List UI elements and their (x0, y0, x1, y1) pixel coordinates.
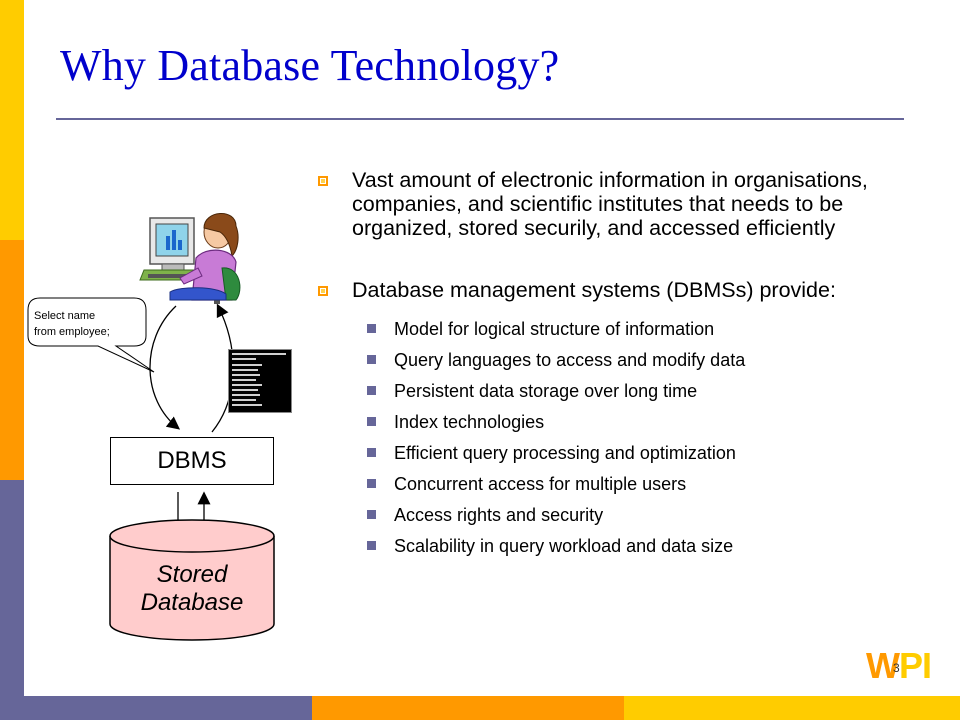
sub-bullet-item: Persistent data storage over long time (318, 381, 918, 412)
square-bullet-icon (367, 324, 376, 333)
square-bullet-icon (367, 386, 376, 395)
square-bullet-icon (367, 541, 376, 550)
sub-bullet-text: Persistent data storage over long time (394, 381, 698, 401)
logo-w: W (866, 645, 900, 686)
square-bullet-icon (367, 479, 376, 488)
sub-bullet-item: Index technologies (318, 412, 918, 443)
bullet-item: Vast amount of electronic information in… (318, 168, 918, 240)
sub-bullet-list: Model for logical structure of informati… (318, 319, 918, 567)
terminal-output-thumbnail (228, 349, 292, 413)
sub-bullet-item: Access rights and security (318, 505, 918, 536)
wpi-logo: WPI (866, 645, 932, 686)
query-arrow (149, 305, 181, 430)
sub-bullet-text: Query languages to access and modify dat… (394, 350, 746, 370)
left-bar-orange (0, 240, 24, 480)
sub-bullet-item: Model for logical structure of informati… (318, 319, 918, 350)
sub-bullet-text: Efficient query processing and optimizat… (394, 443, 736, 463)
square-bullet-icon (367, 510, 376, 519)
sub-bullet-item: Scalability in query workload and data s… (318, 536, 918, 567)
sub-bullet-text: Index technologies (394, 412, 545, 432)
square-bullet-icon (367, 355, 376, 364)
callout-line-2: from employee; (34, 326, 110, 338)
sub-bullet-item: Concurrent access for multiple users (318, 474, 918, 505)
db-label-line-2: Database (140, 589, 244, 616)
square-bullet-icon (318, 286, 328, 296)
bullet-item: Database management systems (DBMSs) prov… (318, 278, 918, 302)
user-computer-icon (139, 213, 241, 304)
title-divider (56, 118, 904, 120)
sub-bullet-item: Query languages to access and modify dat… (318, 350, 918, 381)
square-bullet-icon (318, 176, 328, 186)
sub-bullet-text: Model for logical structure of informati… (394, 319, 715, 339)
bullet-text: Database management systems (DBMSs) prov… (352, 278, 836, 302)
slide-title: Why Database Technology? (60, 41, 560, 90)
page-number: 3 (893, 661, 900, 675)
bullet-text: Vast amount of electronic information in… (352, 168, 868, 240)
sub-bullet-text: Concurrent access for multiple users (394, 474, 687, 494)
left-bar-purple (0, 480, 24, 720)
bottom-bar-orange (312, 696, 624, 720)
sub-bullet-text: Access rights and security (394, 505, 604, 525)
sub-bullet-item: Efficient query processing and optimizat… (318, 443, 918, 474)
logo-i: I (922, 645, 932, 686)
bottom-bar-yellow (624, 696, 960, 720)
left-bar-yellow (0, 0, 24, 240)
dbms-label: DBMS (157, 447, 227, 474)
slide-content: Vast amount of electronic information in… (318, 168, 918, 567)
bottom-bar-purple (24, 696, 312, 720)
sub-bullet-text: Scalability in query workload and data s… (394, 536, 734, 556)
logo-p: P (898, 645, 923, 686)
db-label-line-1: Stored (156, 561, 228, 588)
dbms-box: DBMS (110, 437, 274, 485)
stored-database-label: Stored Database (110, 561, 274, 617)
query-callout-text: Select name from employee; (34, 308, 144, 340)
square-bullet-icon (367, 448, 376, 457)
square-bullet-icon (367, 417, 376, 426)
callout-line-1: Select name (34, 310, 96, 322)
